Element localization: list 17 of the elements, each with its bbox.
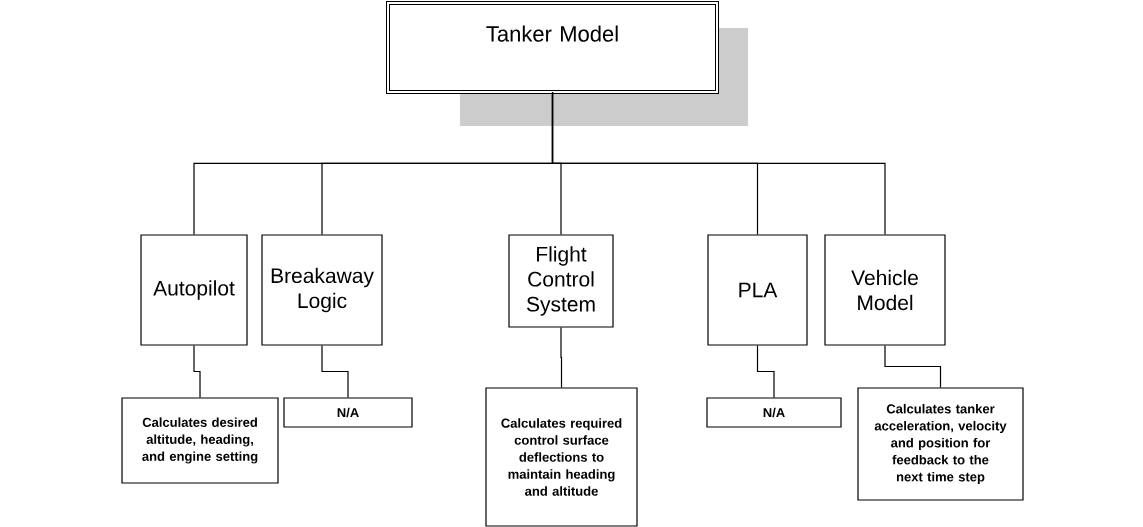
module-box: Breakaway Logic [261, 234, 383, 346]
connector [551, 91, 886, 235]
module-box: Autopilot [140, 234, 248, 346]
connector [560, 327, 563, 388]
connector [884, 345, 942, 388]
description-box: N/A [706, 397, 842, 428]
description-box: Calculates required control surface deflections to maintain heading and altitude [485, 387, 638, 527]
description-box: N/A [283, 397, 413, 428]
module-box: PLA [707, 234, 808, 346]
module-box: Flight Control System [508, 234, 614, 328]
module-box: Vehicle Model [824, 234, 946, 346]
description-box: Calculates tanker acceleration, velocity and position for feedback to the next time step [857, 387, 1024, 501]
connector [193, 345, 201, 398]
description-box: Calculates desired altitude, heading, and engine setting [121, 397, 279, 484]
connector [321, 345, 349, 398]
connector [756, 345, 775, 398]
title-box: Tanker Model [386, 1, 719, 94]
